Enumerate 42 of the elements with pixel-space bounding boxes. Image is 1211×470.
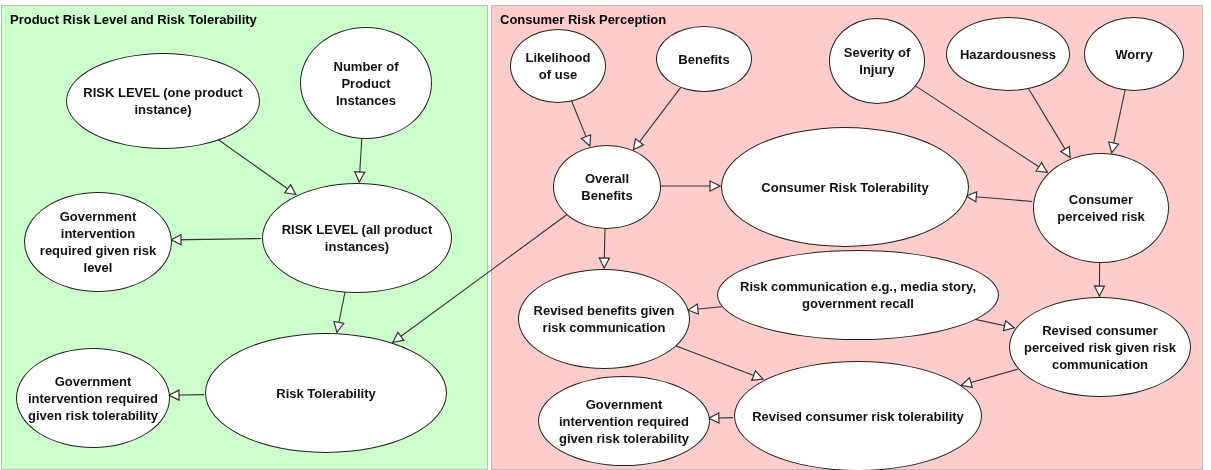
arrow [914, 84, 1048, 173]
node-label: Revised consumer perceived risk given risk communication [1023, 321, 1177, 373]
group-panel [1, 5, 488, 470]
arrow [392, 214, 568, 343]
arrow [354, 137, 366, 183]
arrow [598, 227, 610, 269]
arrow [1027, 87, 1071, 159]
group-panel [491, 5, 1203, 470]
node-label: Benefits [677, 50, 731, 68]
node-label: Worry [1114, 45, 1154, 63]
arrow [170, 234, 262, 246]
arrow [632, 86, 682, 151]
arrow [687, 303, 723, 315]
node-label: Government intervention required given risk tolerability [26, 372, 159, 424]
node-label: Revised consumer risk tolerability [751, 407, 965, 425]
node-label: Risk Tolerability [275, 384, 377, 402]
node-label: Severity of Injury [842, 44, 912, 78]
node-label: Risk communication e.g., media story, government recall [739, 278, 977, 312]
node-label: RISK LEVEL (one product instance) [82, 84, 244, 118]
node-label: Likelihood of use [524, 49, 592, 83]
arrow [1093, 261, 1106, 297]
arrow [965, 191, 1033, 203]
arrow [960, 368, 1019, 388]
node-label: Consumer Risk Tolerability [760, 178, 930, 196]
node-label: Number of Product Instances [332, 57, 400, 109]
node-label: Hazardousness [958, 45, 1058, 63]
node-label: Government intervention required given risk tolerability [557, 395, 690, 447]
node-label: RISK LEVEL (all product instances) [280, 221, 434, 255]
arrow [217, 138, 297, 196]
arrow [570, 99, 592, 147]
node-label: Overall Benefits [580, 170, 634, 204]
arrow [1108, 88, 1126, 154]
arrow [333, 291, 346, 333]
node-label: Government intervention required given risk level [38, 208, 158, 276]
group-title: Product Risk Level and Risk Tolerability [10, 12, 257, 27]
group-title: Consumer Risk Perception [500, 12, 667, 27]
arrow [659, 180, 721, 192]
arrow [674, 344, 764, 381]
arrow [168, 389, 205, 401]
node-label: Consumer perceived risk [1056, 191, 1146, 225]
arrow [708, 412, 734, 424]
node-label: Revised benefits given risk communication [532, 302, 676, 336]
